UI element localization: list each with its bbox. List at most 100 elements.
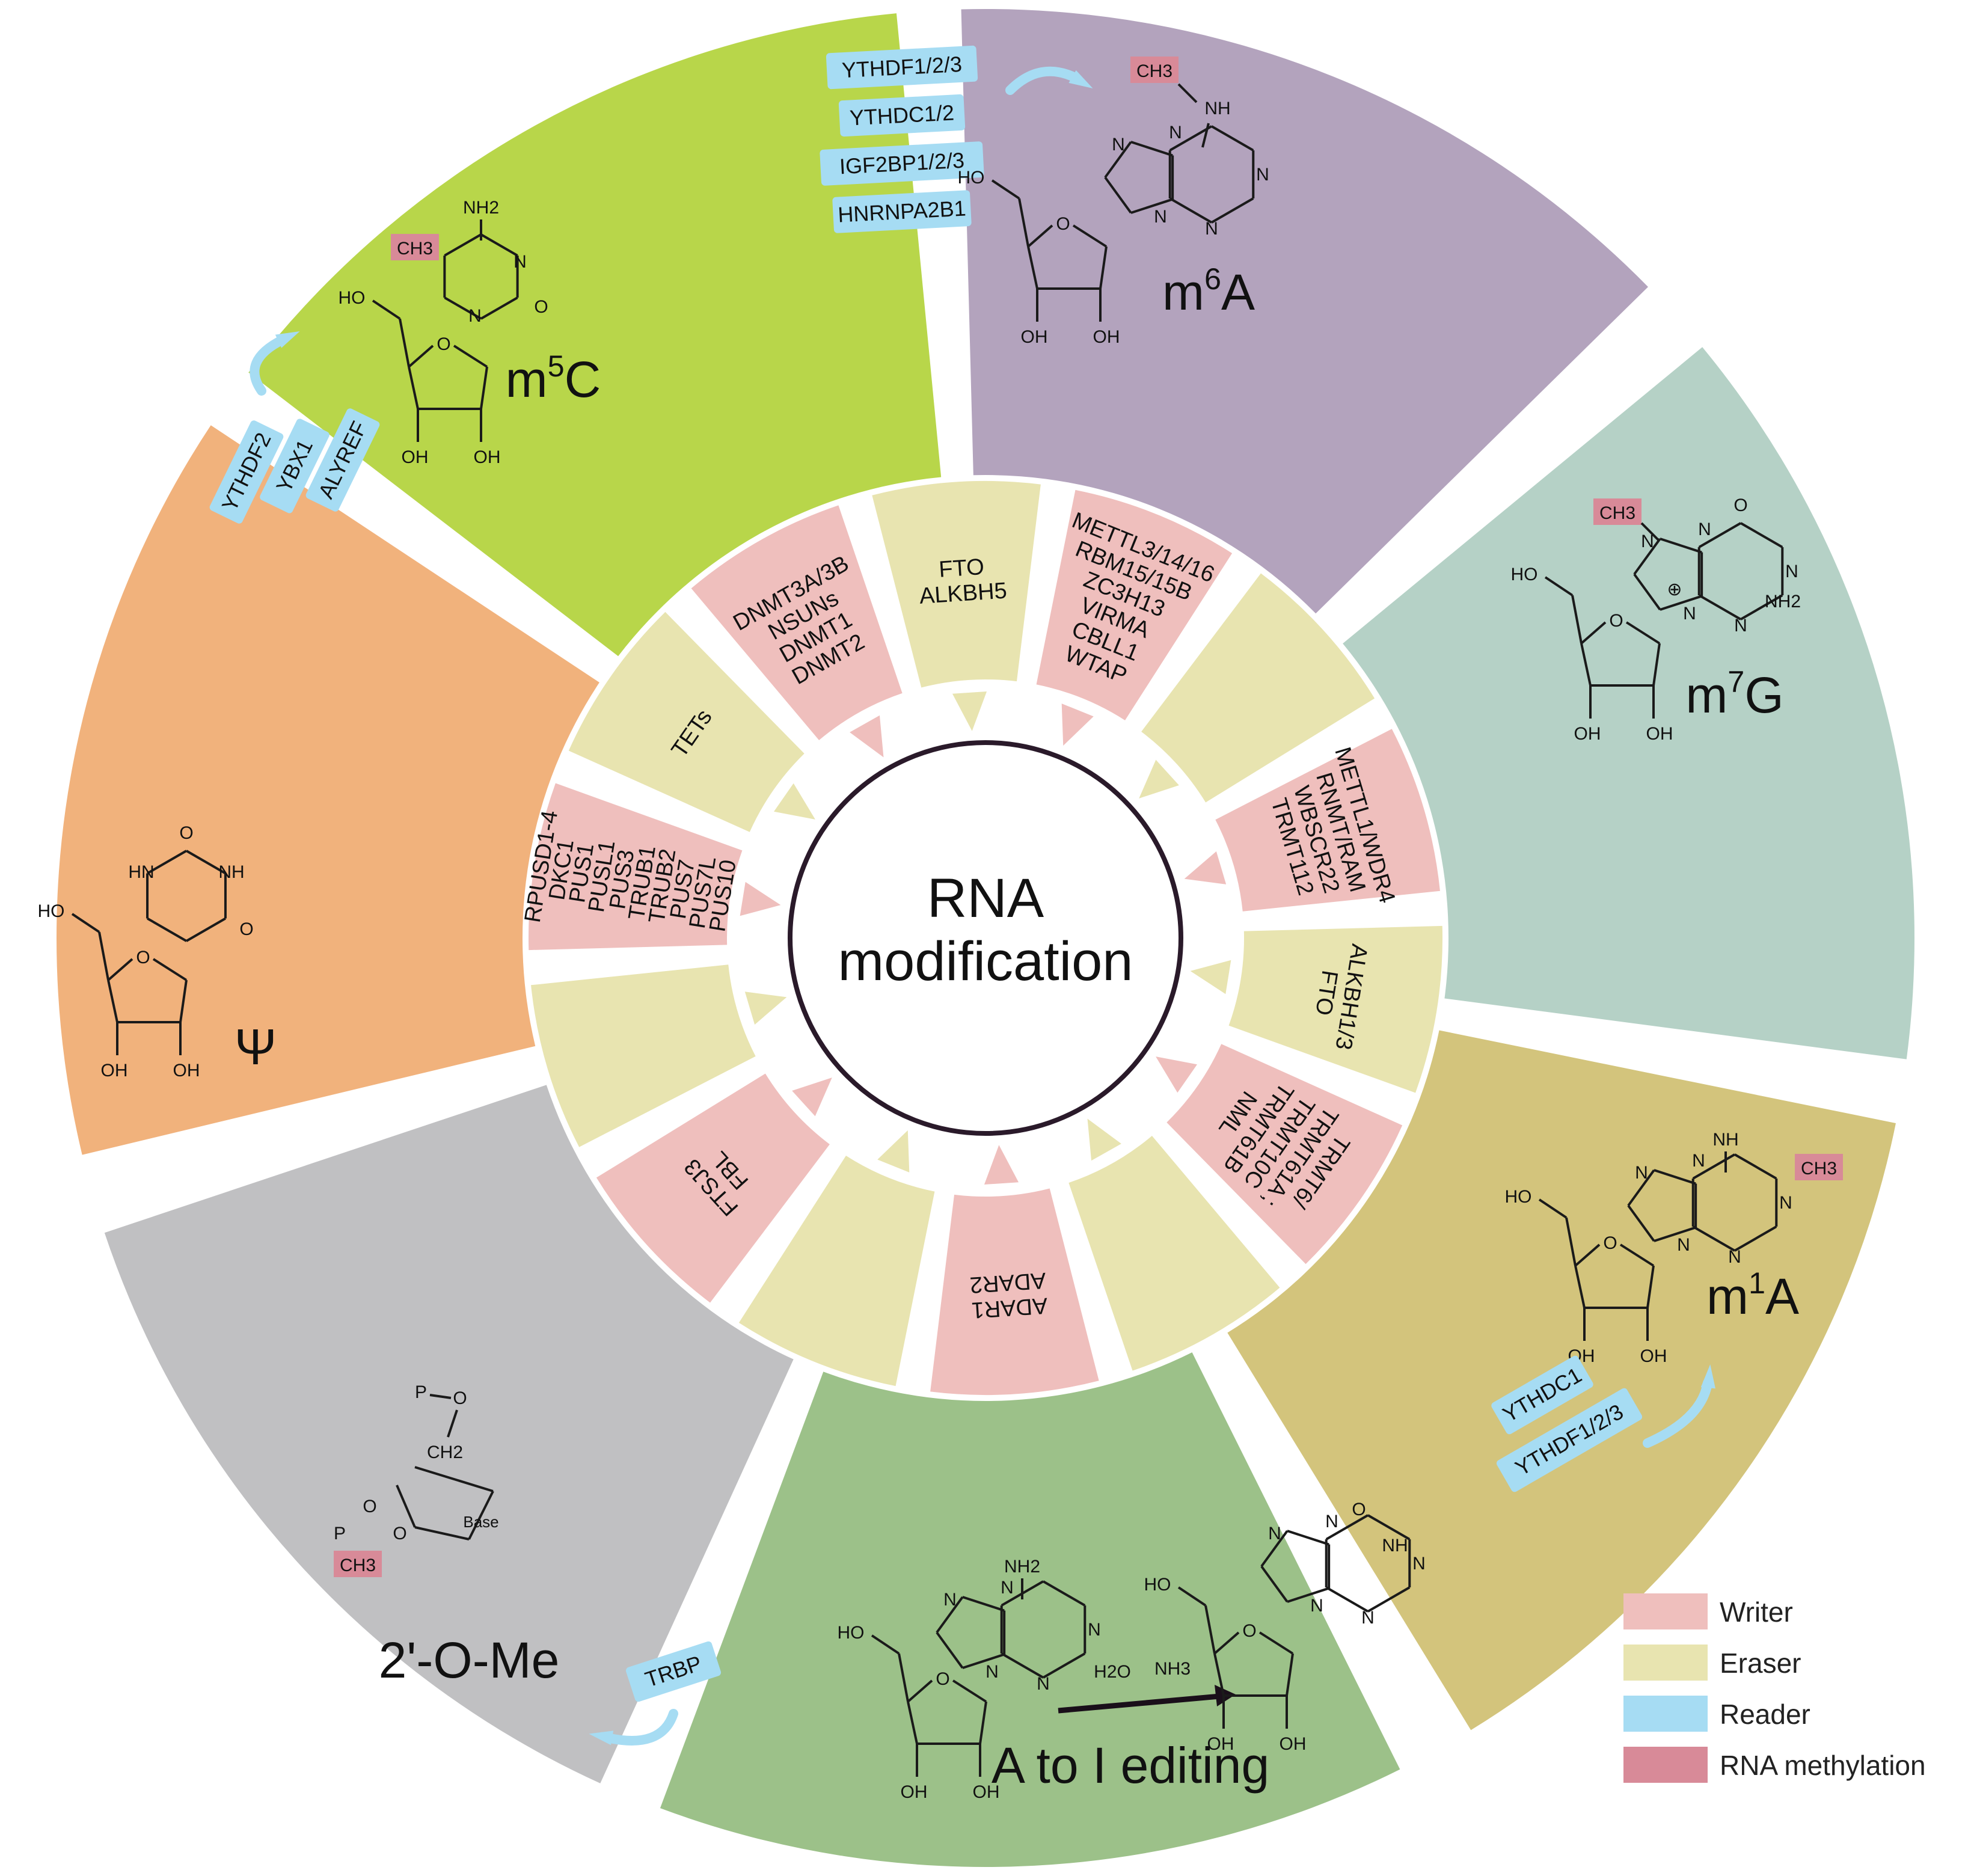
outer-sector-psi xyxy=(56,425,599,1155)
deamination-arrow xyxy=(1058,1693,1227,1714)
outer-ring xyxy=(56,9,1914,1867)
reader-arrow xyxy=(602,1709,678,1746)
nitrogen: N xyxy=(1154,207,1167,227)
imide: HN xyxy=(128,862,154,882)
inner-sector-eraser xyxy=(1228,925,1442,1093)
hydroxyl-5prime: HO xyxy=(958,168,985,188)
inner-sector-eraser xyxy=(531,964,756,1147)
hydroxyl-2prime: OH xyxy=(1280,1734,1307,1754)
pointer-triangle-writer xyxy=(1061,704,1094,746)
nitrogen: N xyxy=(985,1662,999,1682)
legend-label: Reader xyxy=(1720,1699,1810,1730)
legend-swatch xyxy=(1623,1645,1708,1681)
hydroxyl-3prime: OH xyxy=(1207,1734,1234,1754)
hydroxyl-3prime: OH xyxy=(101,1061,128,1081)
oxygen: O xyxy=(363,1497,376,1516)
label-m1a: m1A xyxy=(1706,1266,1799,1325)
methyl-highlight xyxy=(334,1551,382,1577)
hydroxyl-5prime: HO xyxy=(38,901,65,921)
pointer-triangle-writer xyxy=(740,881,781,916)
legend-item-reader: Reader xyxy=(1623,1696,1810,1732)
legend-label: Eraser xyxy=(1720,1648,1801,1679)
amine: NH2 xyxy=(463,198,499,218)
nitrogen: N xyxy=(1692,1151,1705,1171)
methyl-label: CH3 xyxy=(397,239,433,259)
methyl-highlight xyxy=(1593,498,1641,525)
nitrogen: N xyxy=(1088,1620,1101,1640)
methyl-highlight xyxy=(391,234,439,260)
pointer-triangle-writer xyxy=(850,715,884,758)
amine: NH2 xyxy=(1004,1557,1040,1577)
center-title-line1: RNA xyxy=(927,868,1044,929)
outer-sector-m7G xyxy=(1343,347,1914,1059)
ring-oxygen: O xyxy=(1609,611,1623,631)
reader-igf2bp1-2-3: IGF2BP1/2/3 xyxy=(820,141,984,186)
pointer-triangle-eraser xyxy=(952,691,987,731)
hydroxyl-3prime: OH xyxy=(402,447,429,467)
ring-oxygen: O xyxy=(437,334,450,354)
reader-arrow xyxy=(1005,66,1081,95)
reader-arrow xyxy=(1643,1378,1712,1448)
label-m6a: m6A xyxy=(1162,262,1255,320)
enzyme-adar2: ADAR2 xyxy=(969,1268,1047,1298)
ring-oxygen: O xyxy=(1603,1233,1617,1253)
enzyme-alkbh5: ALKBH5 xyxy=(919,578,1008,609)
pointer-triangle-eraser xyxy=(744,992,787,1025)
reader-ythdf1-2-3: YTHDF1/2/3 xyxy=(826,45,978,90)
amine: NH xyxy=(1204,99,1230,118)
hydroxyl-2prime: OH xyxy=(474,447,501,467)
nitrogen: N xyxy=(1641,532,1654,551)
hydroxyl-5prime: HO xyxy=(1505,1187,1532,1207)
hydroxyl-3prime: OH xyxy=(1574,724,1601,744)
legend-item-rna-methylation: RNA methylation xyxy=(1623,1747,1926,1783)
nitrogen: N xyxy=(1635,1163,1648,1183)
legend-label: RNA methylation xyxy=(1720,1750,1926,1781)
inner-sector-writer xyxy=(930,1188,1099,1395)
enzyme-adar1: ADAR1 xyxy=(970,1293,1048,1323)
ring-oxygen: O xyxy=(1056,214,1070,234)
water: H2O xyxy=(1094,1662,1131,1682)
reader-ythdc1-2: YTHDC1/2 xyxy=(838,94,966,137)
nitrogen: N xyxy=(1779,1193,1792,1213)
positive-charge: ⊕ xyxy=(1667,580,1682,599)
pointer-triangle-writer xyxy=(984,1145,1019,1185)
outer-sector-m5C xyxy=(248,13,942,657)
inner-sector-eraser xyxy=(1068,1135,1280,1371)
pointer-triangle-writer xyxy=(1156,1056,1197,1093)
enzyme-fto: FTO xyxy=(938,554,985,583)
methyl-label: CH3 xyxy=(1599,503,1635,523)
hydroxyl-3prime: OH xyxy=(1021,327,1048,347)
legend-swatch xyxy=(1623,1593,1708,1629)
nitrogen: N xyxy=(943,1590,957,1610)
nitrogen: N xyxy=(1698,520,1711,539)
nitrogen: N xyxy=(1310,1596,1323,1616)
nitrogen: N xyxy=(1268,1524,1281,1543)
reader-hnrnpa2b1: HNRNPA2B1 xyxy=(832,190,972,233)
nitrogen: N xyxy=(1325,1512,1338,1531)
carbonyl-oxygen: O xyxy=(179,823,193,843)
inner-sector-writer xyxy=(1036,489,1233,720)
pointer-triangle-eraser xyxy=(1087,1118,1121,1161)
methyl-label: CH3 xyxy=(1136,61,1172,81)
pointer-triangle-writer xyxy=(792,1077,832,1117)
reader-arrow xyxy=(250,335,287,396)
methylene: CH2 xyxy=(427,1442,463,1462)
outer-sector-m6A xyxy=(961,9,1648,614)
nitrogen: N xyxy=(1785,562,1798,581)
pointer-triangle-eraser xyxy=(1139,759,1179,799)
nitrogen: N xyxy=(1728,1247,1741,1267)
label-pseudouridine: Ψ xyxy=(234,1019,277,1075)
legend-label: Writer xyxy=(1720,1596,1793,1628)
legend-swatch xyxy=(1623,1747,1708,1783)
hydroxyl-2prime: OH xyxy=(1646,724,1673,744)
reader-arrow-head xyxy=(1068,70,1093,88)
imine: NH xyxy=(1712,1130,1738,1150)
methyl-highlight xyxy=(1130,57,1179,83)
